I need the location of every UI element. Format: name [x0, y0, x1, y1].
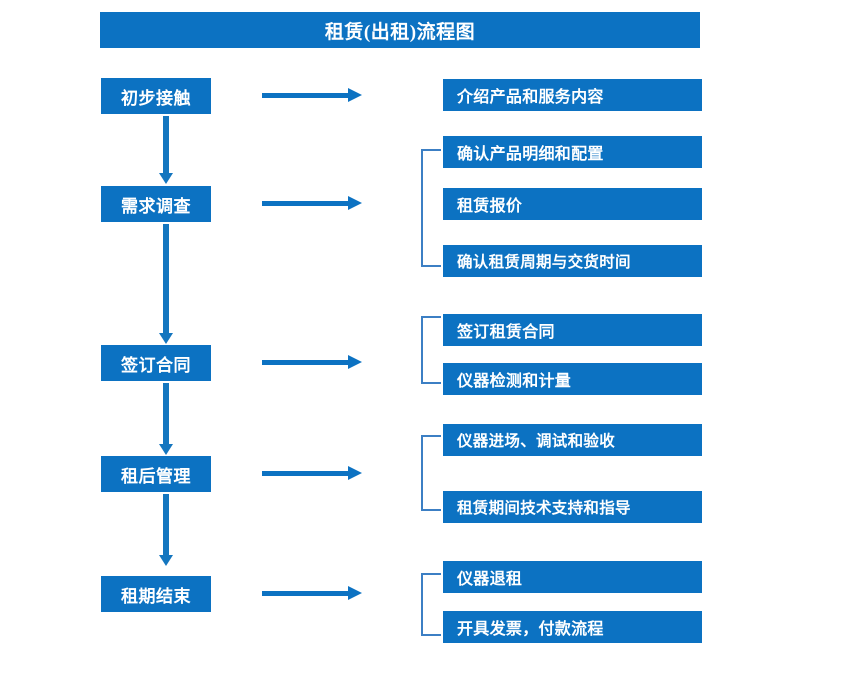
arrow-down-3 — [159, 383, 173, 455]
detail-box-3[interactable]: 租赁报价 — [443, 188, 702, 220]
arrow-head — [348, 466, 362, 480]
arrow-head — [348, 355, 362, 369]
arrow-head — [159, 173, 173, 184]
arrow-shaft — [262, 360, 350, 365]
stage-box-1[interactable]: 初步接触 — [101, 78, 211, 114]
arrow-head — [159, 444, 173, 455]
arrow-shaft — [163, 116, 169, 174]
arrow-head — [348, 196, 362, 210]
arrow-head — [348, 586, 362, 600]
arrow-down-2 — [159, 224, 173, 344]
stage-box-5[interactable]: 租期结束 — [101, 576, 211, 612]
flowchart-title: 租赁(出租)流程图 — [100, 12, 700, 48]
detail-box-7[interactable]: 仪器进场、调试和验收 — [443, 424, 702, 456]
detail-box-10[interactable]: 开具发票，付款流程 — [443, 611, 702, 643]
group-bracket-3 — [421, 316, 441, 384]
detail-box-1[interactable]: 介绍产品和服务内容 — [443, 79, 702, 111]
arrow-down-4 — [159, 494, 173, 566]
group-bracket-4 — [421, 435, 441, 511]
arrow-head — [348, 88, 362, 102]
arrow-shaft — [262, 201, 350, 206]
arrow-shaft — [163, 224, 169, 334]
arrow-shaft — [163, 383, 169, 445]
arrow-right-3 — [262, 355, 362, 369]
detail-box-4[interactable]: 确认租赁周期与交货时间 — [443, 245, 702, 277]
arrow-right-5 — [262, 586, 362, 600]
detail-box-8[interactable]: 租赁期间技术支持和指导 — [443, 491, 702, 523]
arrow-head — [159, 333, 173, 344]
group-bracket-5 — [421, 573, 441, 636]
arrow-head — [159, 555, 173, 566]
arrow-down-1 — [159, 116, 173, 184]
stage-box-4[interactable]: 租后管理 — [101, 456, 211, 492]
detail-box-6[interactable]: 仪器检测和计量 — [443, 363, 702, 395]
arrow-right-1 — [262, 88, 362, 102]
group-bracket-2 — [421, 149, 441, 267]
arrow-right-4 — [262, 466, 362, 480]
arrow-shaft — [262, 471, 350, 476]
detail-box-9[interactable]: 仪器退租 — [443, 561, 702, 593]
arrow-right-2 — [262, 196, 362, 210]
stage-box-2[interactable]: 需求调查 — [101, 186, 211, 222]
detail-box-2[interactable]: 确认产品明细和配置 — [443, 136, 702, 168]
arrow-shaft — [262, 591, 350, 596]
arrow-shaft — [262, 93, 350, 98]
stage-box-3[interactable]: 签订合同 — [101, 345, 211, 381]
arrow-shaft — [163, 494, 169, 556]
detail-box-5[interactable]: 签订租赁合同 — [443, 314, 702, 346]
